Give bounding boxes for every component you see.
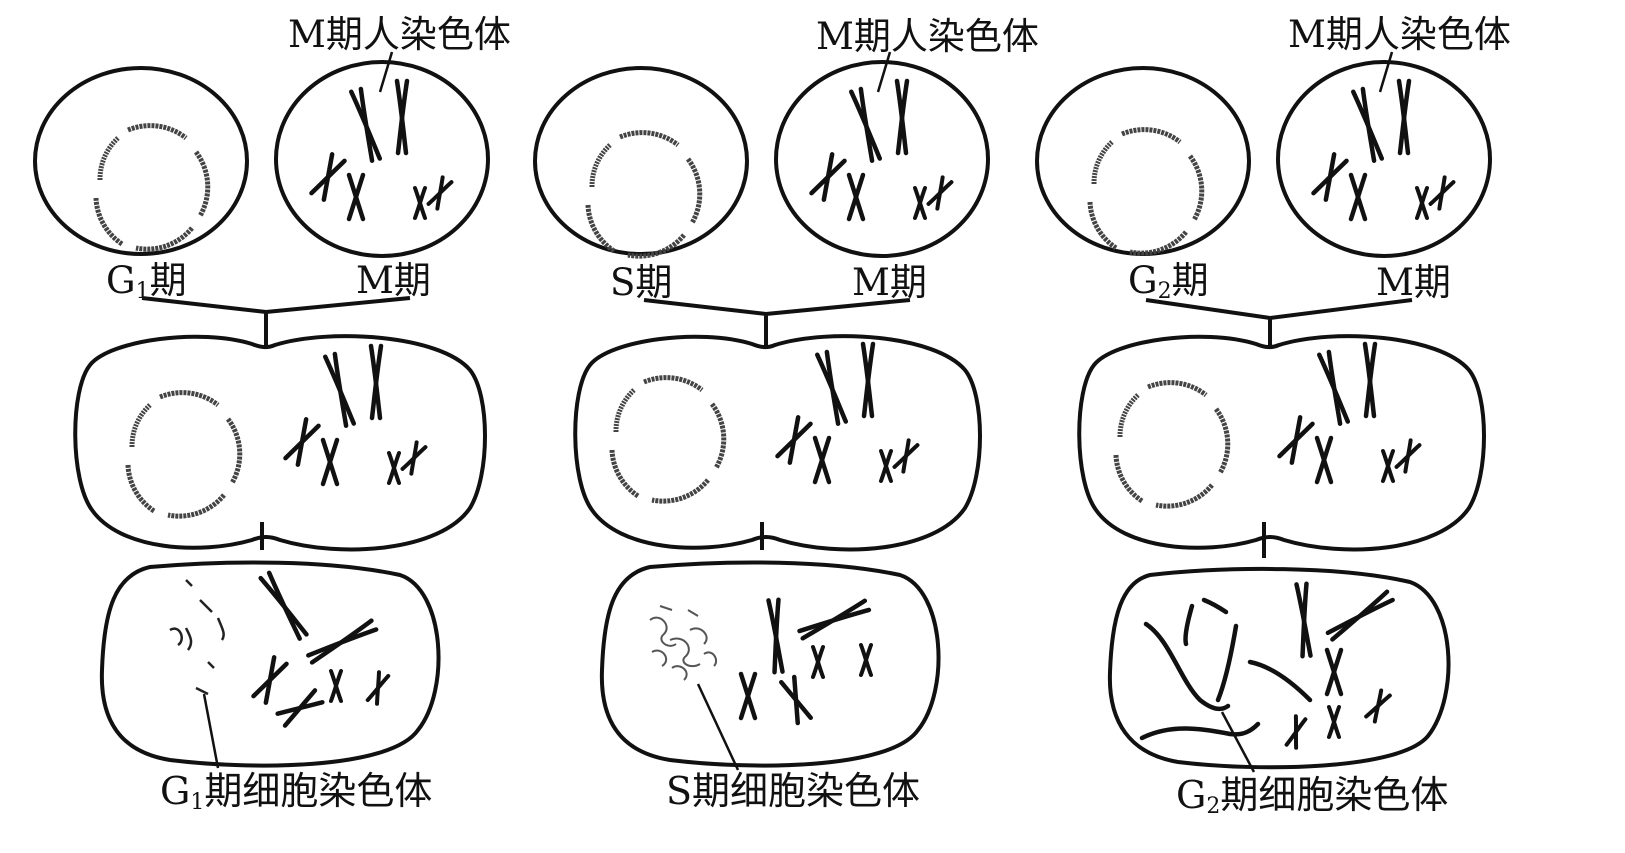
panel-s	[533, 51, 990, 771]
g2-pcc-threads	[1139, 597, 1313, 741]
fusion-bracket-1	[141, 296, 411, 346]
g2-cell	[1035, 66, 1251, 256]
s-pcc-chromatin	[649, 605, 718, 681]
bottom-label-3: G2期细胞染色体	[1176, 776, 1448, 818]
left-phase-suffix-3: 期	[1171, 259, 1209, 302]
bottom-suffix-1: 期细胞染色体	[204, 769, 433, 813]
fusion-bracket-2	[643, 298, 911, 346]
pcc-2-chr-d	[859, 643, 873, 677]
bottom-label-2: S期细胞染色体	[666, 772, 920, 814]
left-phase-suffix-2: 期	[635, 261, 673, 304]
right-phase-label-2: M期	[852, 261, 927, 304]
bottom-label-1: G1期细胞染色体	[160, 772, 432, 814]
pcc-2-chr-b	[799, 601, 869, 639]
left-phase-sub-3: 2	[1157, 279, 1172, 304]
left-phase-sub-1: 1	[135, 279, 150, 304]
pcc-1-chr-d	[329, 669, 343, 703]
pcc-2-chr-e	[741, 674, 755, 718]
top-label-3: M期人染色体	[1288, 13, 1511, 56]
fused-cell-3-chromosomes	[1279, 344, 1419, 482]
g2-cell-nucleus	[1090, 130, 1202, 254]
top-pointer-1	[378, 51, 394, 93]
fused-cell-2-nucleus	[612, 378, 724, 502]
pcc-2-chr-c	[811, 645, 825, 679]
pcc-1-chr-f	[278, 690, 323, 725]
s-cell	[533, 66, 749, 256]
pcc-3-chr-f	[1364, 688, 1392, 724]
bottom-pointer-2	[696, 683, 740, 771]
bottom-sub-1: 1	[190, 790, 205, 815]
pcc-3-chr-a	[1297, 584, 1312, 657]
top-label-2: M期人染色体	[816, 15, 1039, 58]
fused-cell-3-nucleus	[1116, 383, 1228, 507]
g1-pcc-chromatin	[169, 579, 225, 696]
pcc-3-chr-e	[1327, 705, 1341, 739]
fused-cell-1-chromosomes	[285, 346, 425, 484]
bottom-letter-3: G	[1176, 773, 1207, 817]
top-label-1: M期人染色体	[288, 13, 511, 56]
pcc-cell-1	[99, 560, 441, 768]
right-phase-label-3: M期	[1376, 261, 1451, 304]
m-cell-1-chromosomes	[311, 81, 451, 219]
top-pointer-2	[876, 51, 892, 93]
bottom-sub-3: 2	[1206, 794, 1221, 819]
pcc-3-chr-c	[1327, 650, 1341, 694]
pcc-1-chr-c	[253, 657, 286, 702]
pcc-1-chr-e	[365, 670, 391, 706]
left-phase-letter-2: S	[610, 261, 636, 304]
pcc-1-chr-a	[261, 573, 308, 639]
fused-cell-2	[573, 334, 982, 552]
pcc-1-chr-b	[308, 621, 376, 664]
bottom-letter-2: S	[666, 769, 693, 813]
m-cell-1	[274, 60, 490, 258]
pcc-2-chr-a	[769, 600, 784, 673]
s-cell-nucleus	[588, 133, 700, 257]
left-phase-suffix-1: 期	[149, 259, 187, 302]
left-phase-letter-1: G	[106, 259, 136, 302]
m-cell-3	[1276, 60, 1492, 258]
pcc-3-chr-d	[1284, 714, 1308, 750]
bottom-letter-1: G	[160, 769, 191, 813]
fused-cell-2-chromosomes	[777, 344, 917, 482]
panel-g2	[1035, 51, 1492, 773]
right-phase-label-1: M期	[356, 259, 431, 302]
m-cell-3-chromosomes	[1313, 81, 1453, 219]
fused-cell-1	[73, 334, 487, 552]
bottom-pointer-1	[202, 693, 220, 769]
bottom-suffix-3: 期细胞染色体	[1220, 773, 1449, 817]
m-cell-2	[774, 60, 990, 258]
panel-g1	[33, 51, 490, 769]
bottom-pointer-3	[1220, 711, 1256, 773]
m-cell-2-chromosomes	[811, 81, 951, 219]
bottom-suffix-2: 期细胞染色体	[692, 769, 921, 813]
pcc-3-chr-b	[1327, 592, 1392, 641]
left-phase-label-3: G2期	[1128, 262, 1209, 303]
left-phase-letter-3: G	[1128, 259, 1158, 302]
left-phase-label-2: S期	[610, 264, 672, 305]
top-pointer-3	[1378, 51, 1394, 93]
fusion-bracket-3	[1145, 298, 1413, 346]
pcc-cell-3	[1107, 566, 1451, 770]
g1-cell-nucleus	[96, 126, 208, 250]
g1-cell	[33, 66, 249, 256]
fused-cell-3	[1077, 334, 1486, 552]
pcc-cell-2	[599, 560, 941, 768]
pcc-2-chr-f	[781, 677, 810, 723]
fused-cell-1-nucleus	[128, 393, 240, 517]
left-phase-label-1: G1期	[106, 262, 187, 303]
